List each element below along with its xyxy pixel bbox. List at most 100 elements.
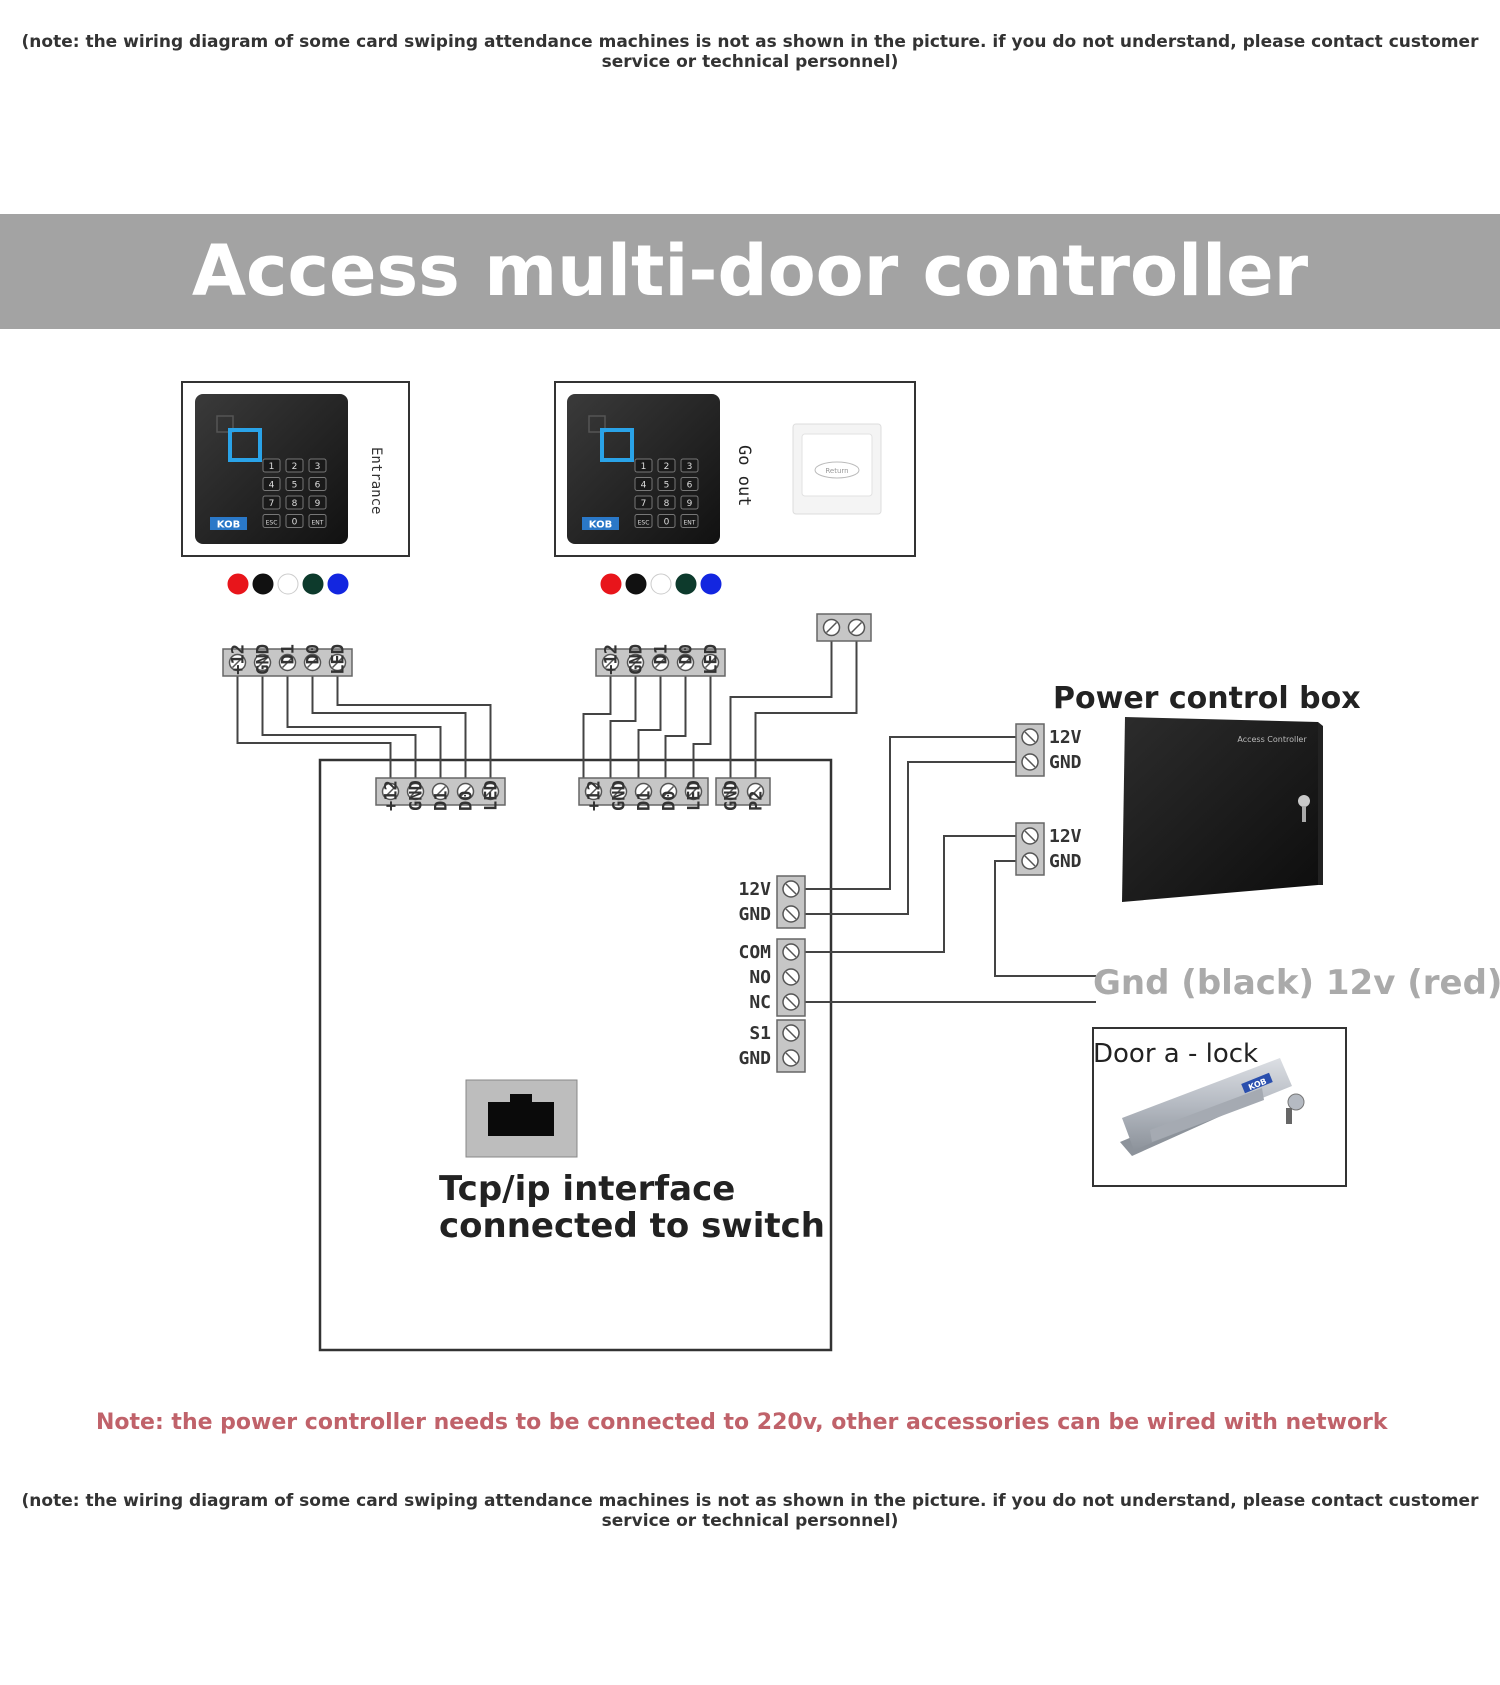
- keypad-key-label: 0: [664, 518, 670, 528]
- keypad-key: [657, 495, 676, 510]
- power-control-box: Access Controller: [1122, 717, 1323, 902]
- keypad-key: [634, 514, 653, 528]
- controller-exit-pin-label: P2: [747, 791, 767, 811]
- wire: [791, 736, 1016, 890]
- keypad-key-label: 8: [664, 499, 670, 509]
- keypad-key: [680, 458, 699, 473]
- wire-color-dot: [675, 573, 697, 595]
- controller-reader2-pin-label: GND: [610, 780, 630, 811]
- reader2-pin-label: GND: [627, 644, 647, 675]
- keypad-key: [680, 477, 699, 491]
- reader2-pin-label: D0: [677, 644, 697, 664]
- wire: [311, 663, 467, 791]
- keypad-key: [308, 477, 327, 491]
- wire: [791, 761, 1016, 915]
- keypad-key-label: 0: [292, 518, 298, 528]
- keypad-key-label: 5: [292, 481, 298, 491]
- keypad-key: [285, 458, 304, 473]
- wire: [729, 628, 833, 791]
- keypad-key-label: ENT: [312, 520, 324, 527]
- keypad-key-label: 3: [687, 462, 693, 472]
- power-note: Note: the power controller needs to be c…: [96, 1410, 1388, 1435]
- keypad-key: [680, 495, 699, 510]
- keypad-key: [634, 458, 653, 473]
- keypad-key-label: 7: [269, 499, 275, 509]
- brand-text: KOB: [589, 520, 612, 531]
- exit-button-text: Return: [825, 467, 848, 475]
- keypad-key-label: 9: [687, 499, 693, 509]
- rj45-port: [465, 1079, 578, 1158]
- keypad-key-label: ENT: [684, 520, 696, 527]
- tcp-label-line1: Tcp/ip interface: [439, 1169, 735, 1209]
- controller-reader2-pin-label: LED: [685, 780, 705, 811]
- keypad-key: [308, 495, 327, 510]
- wire: [754, 628, 858, 791]
- exit-button: Return: [792, 423, 882, 515]
- powerbox-lock-pin-label: GND: [1049, 851, 1082, 872]
- wire: [664, 663, 687, 791]
- controller-exit-pin-label: GND: [722, 780, 742, 811]
- wire-color-dot: [600, 573, 622, 595]
- keypad-key: [308, 514, 327, 528]
- controller-reader2-pin-label: D1: [635, 791, 655, 811]
- keypad-key-label: 1: [269, 462, 275, 472]
- controller-relay-pin-label: NO: [749, 967, 771, 988]
- wire: [261, 663, 417, 791]
- keypad-key-label: 6: [687, 481, 693, 491]
- wire-color-dot: [227, 573, 249, 595]
- brand-text: KOB: [217, 520, 240, 531]
- wire: [286, 663, 442, 791]
- page-title: Access multi-door controller: [191, 230, 1309, 312]
- wire: [609, 663, 637, 791]
- controller-relay-pin-label: COM: [738, 942, 771, 963]
- reader2-pin-label: LED: [702, 644, 722, 675]
- controller-reader2-pin-label: +12: [585, 780, 605, 811]
- bottom-note: (note: the wiring diagram of some card s…: [21, 1491, 1479, 1531]
- keypad-key: [657, 477, 676, 491]
- wire: [791, 835, 1016, 953]
- keypad-key: [285, 514, 304, 528]
- controller-power-pin-label: 12V: [738, 879, 771, 900]
- wire-color-dot: [277, 573, 299, 595]
- keypad-key-label: ESC: [638, 520, 650, 527]
- controller-reader1-pin-label: LED: [482, 780, 502, 811]
- controller-reader1-pin-label: GND: [407, 780, 427, 811]
- keypad-key-label: 8: [292, 499, 298, 509]
- entrance-label: Entrance: [368, 447, 384, 514]
- wires: [236, 628, 1096, 1003]
- reader2-pin-label: D1: [652, 644, 672, 664]
- keypad-key-label: 5: [664, 481, 670, 491]
- reader1-pin-label: LED: [329, 644, 349, 675]
- goout-label: Go out: [734, 445, 754, 506]
- wire: [582, 663, 612, 791]
- wire: [336, 663, 492, 791]
- keypad-key: [285, 495, 304, 510]
- controller-reader1-pin-label: +12: [382, 780, 402, 811]
- keypad-key-label: 4: [269, 481, 275, 491]
- lock-wiring-label: Gnd (black) 12v (red): [1093, 963, 1500, 1003]
- keypad-key: [262, 514, 281, 528]
- keypad-key: [262, 477, 281, 491]
- keypad-key-label: 6: [315, 481, 321, 491]
- reader1-pin-label: GND: [254, 644, 274, 675]
- powerbox-input-pin-label: GND: [1049, 752, 1082, 773]
- keypad-key-label: 1: [641, 462, 647, 472]
- keypad-key-label: 9: [315, 499, 321, 509]
- power-box-title: Power control box: [1053, 681, 1361, 716]
- wire-color-dot: [327, 573, 349, 595]
- wire: [994, 860, 1096, 977]
- keypad-key: [657, 514, 676, 528]
- controller-board: [318, 758, 833, 1352]
- controller-sensor-pin-label: GND: [738, 1048, 771, 1069]
- door-lock-label: Door a - lock: [1093, 1039, 1258, 1069]
- keypad-key: [680, 514, 699, 528]
- brand-badge: [582, 517, 619, 530]
- controller-reader2-pin-label: D0: [660, 791, 680, 811]
